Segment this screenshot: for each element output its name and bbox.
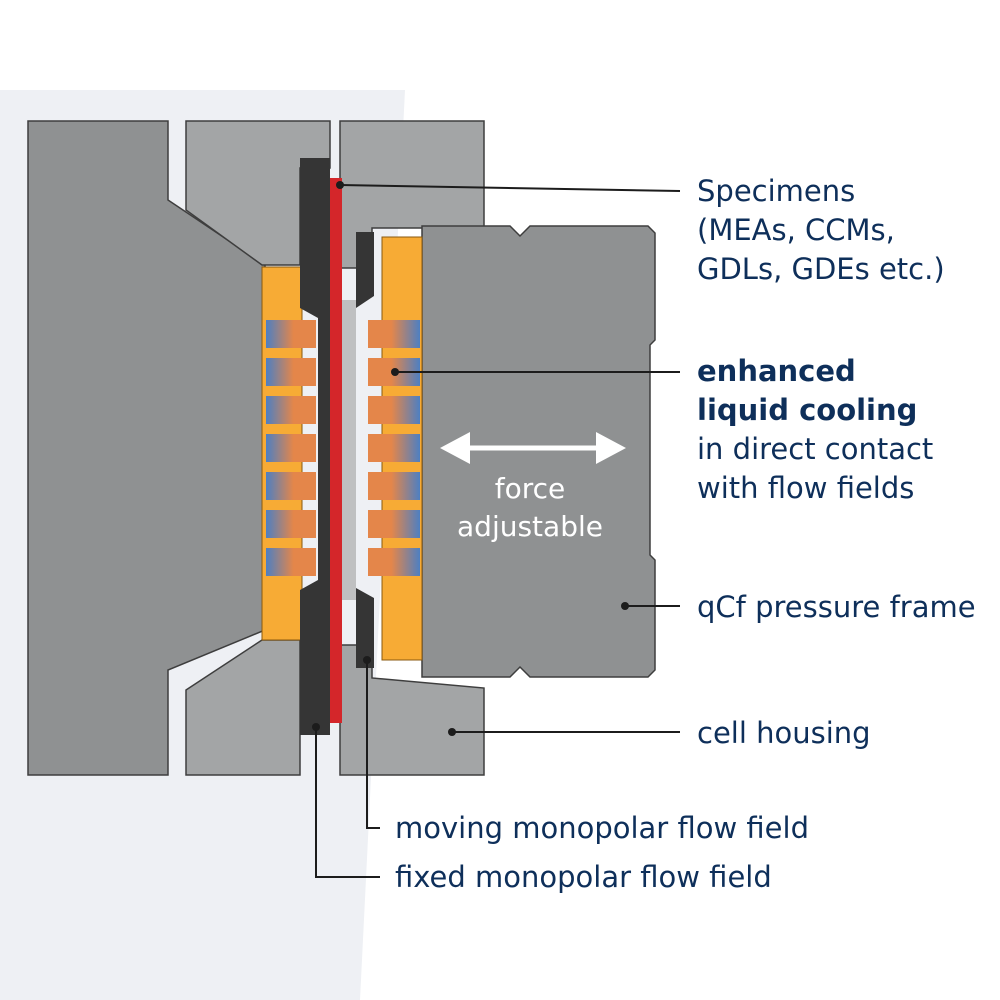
force-adjustable-arrow — [440, 432, 626, 464]
right-cooling-channels — [368, 320, 420, 576]
left-channel — [266, 472, 316, 500]
qcf-pressure-frame — [421, 225, 656, 678]
moving-flow-field-label: moving monopolar flow field — [395, 811, 809, 845]
left-channel — [266, 434, 316, 462]
force-label: force — [495, 472, 566, 505]
fixed-monopolar-flow-field — [300, 158, 330, 735]
specimens-label-line1: Specimens — [697, 174, 855, 208]
right-channel — [368, 510, 420, 538]
moving-monopolar-flow-field — [356, 232, 374, 668]
right-channel — [368, 548, 420, 576]
cooling-label-bold-line2: liquid cooling — [697, 393, 917, 427]
left-cooling-channels — [266, 320, 316, 576]
leader-lines — [312, 181, 681, 878]
cell-housing-label: cell housing — [697, 716, 871, 750]
cooling-label-line3: in direct contact — [697, 432, 933, 466]
pressure-frame-label: qCf pressure frame — [697, 590, 976, 624]
specimen-membrane — [330, 178, 342, 723]
right-channel — [368, 472, 420, 500]
cooling-label-bold-line1: enhanced — [697, 354, 856, 388]
left-channel — [266, 358, 316, 386]
specimen-gap — [342, 300, 356, 600]
left-channel — [266, 548, 316, 576]
left-channel — [266, 396, 316, 424]
adjustable-label: adjustable — [457, 510, 603, 543]
fixed-flow-field-label: fixed monopolar flow field — [395, 860, 772, 894]
right-channel — [368, 320, 420, 348]
right-channel — [368, 396, 420, 424]
right-channel — [368, 434, 420, 462]
specimens-label-line2: (MEAs, CCMs, — [697, 213, 895, 247]
specimens-label-line3: GDLs, GDEs etc.) — [697, 252, 945, 286]
cooling-label-line4: with flow fields — [697, 471, 914, 505]
left-channel — [266, 320, 316, 348]
left-channel — [266, 510, 316, 538]
